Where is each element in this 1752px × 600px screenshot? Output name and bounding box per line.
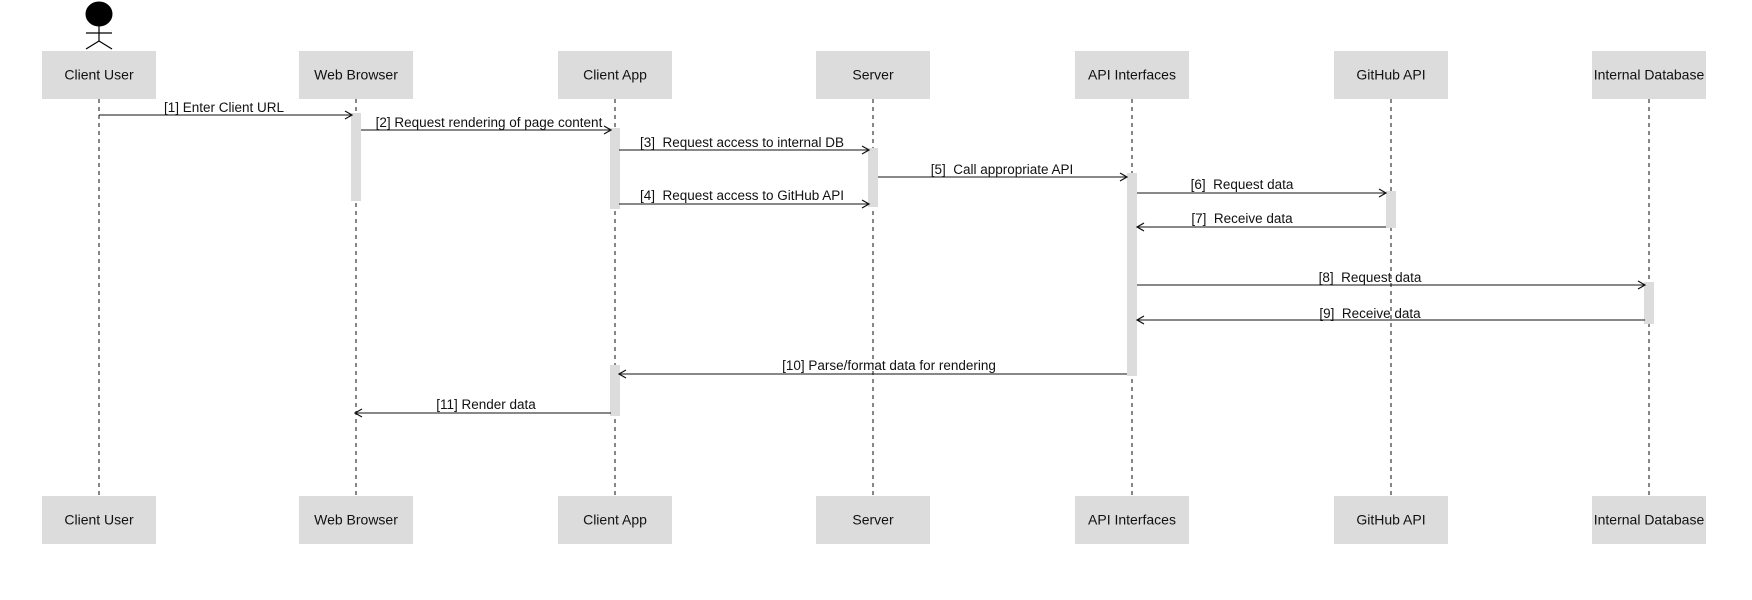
participant-label: Client App [583,67,647,83]
activation-bar [1644,282,1654,324]
participant-bottom-web-browser: Web Browser [299,496,413,544]
participant-label: API Interfaces [1088,512,1176,528]
message-label: [8] Request data [1319,270,1422,285]
participant-label: GitHub API [1356,512,1425,528]
participant-label: Internal Database [1594,67,1705,83]
message-3: [3] Request access to internal DB [619,135,871,155]
participant-bottom-api-interfaces: API Interfaces [1075,496,1189,544]
arrowhead-icon [1135,315,1145,325]
participant-top-api-interfaces: API Interfaces [1075,51,1189,99]
message-2: [2] Request rendering of page content [361,115,613,135]
message-label: [6] Request data [1191,177,1294,192]
participant-bottom-internal-database: Internal Database [1592,496,1706,544]
participant-label: Server [852,512,894,528]
participant-label: API Interfaces [1088,67,1176,83]
message-label: [2] Request rendering of page content [376,115,603,130]
message-label: [11] Render data [436,397,536,412]
arrowhead-icon [617,369,627,379]
participant-bottom-client-app: Client App [558,496,672,544]
participant-top-web-browser: Web Browser [299,51,413,99]
participant-label: Client User [64,67,134,83]
message-label: [3] Request access to internal DB [640,135,844,150]
message-label: [9] Receive data [1319,306,1421,321]
message-label: [4] Request access to GitHub API [640,188,844,203]
message-label: [1] Enter Client URL [164,100,285,115]
arrowhead-icon [1135,222,1145,232]
arrowhead-icon [603,125,613,135]
message-11: [11] Render data [353,397,611,418]
message-5: [5] Call appropriate API [878,162,1129,182]
message-10: [10] Parse/format data for rendering [617,358,1127,379]
message-9: [9] Receive data [1135,306,1645,325]
activation-bar [868,148,878,207]
activation-bar [1386,191,1396,228]
arrowhead-icon [861,199,871,209]
participant-top-internal-database: Internal Database [1592,51,1706,99]
actor-icon [85,1,113,50]
message-label: [5] Call appropriate API [931,162,1074,177]
activation-bar [351,113,361,201]
participant-bottom-github-api: GitHub API [1334,496,1448,544]
participant-label: Internal Database [1594,512,1705,528]
participant-label: GitHub API [1356,67,1425,83]
participant-top-client-user: Client User [42,51,156,99]
arrowhead-icon [1378,188,1388,198]
arrowhead-icon [353,408,363,418]
participant-label: Client App [583,512,647,528]
participant-label: Web Browser [314,67,398,83]
arrowhead-icon [1637,280,1647,290]
participant-bottom-server: Server [816,496,930,544]
participant-top-github-api: GitHub API [1334,51,1448,99]
message-1: [1] Enter Client URL [99,100,354,120]
participant-top-client-app: Client App [558,51,672,99]
message-7: [7] Receive data [1135,211,1386,232]
arrowhead-icon [1119,172,1129,182]
participant-top-server: Server [816,51,930,99]
message-6: [6] Request data [1137,177,1388,198]
activation-bar [1127,173,1137,376]
activation-bar [610,128,620,209]
message-label: [10] Parse/format data for rendering [782,358,996,373]
participant-label: Client User [64,512,134,528]
arrowhead-icon [344,110,354,120]
activation-bar [610,365,620,416]
participant-label: Server [852,67,894,83]
message-8: [8] Request data [1137,270,1647,290]
message-label: [7] Receive data [1191,211,1293,226]
message-4: [4] Request access to GitHub API [619,188,871,209]
participant-bottom-client-user: Client User [42,496,156,544]
participant-label: Web Browser [314,512,398,528]
arrowhead-icon [861,145,871,155]
